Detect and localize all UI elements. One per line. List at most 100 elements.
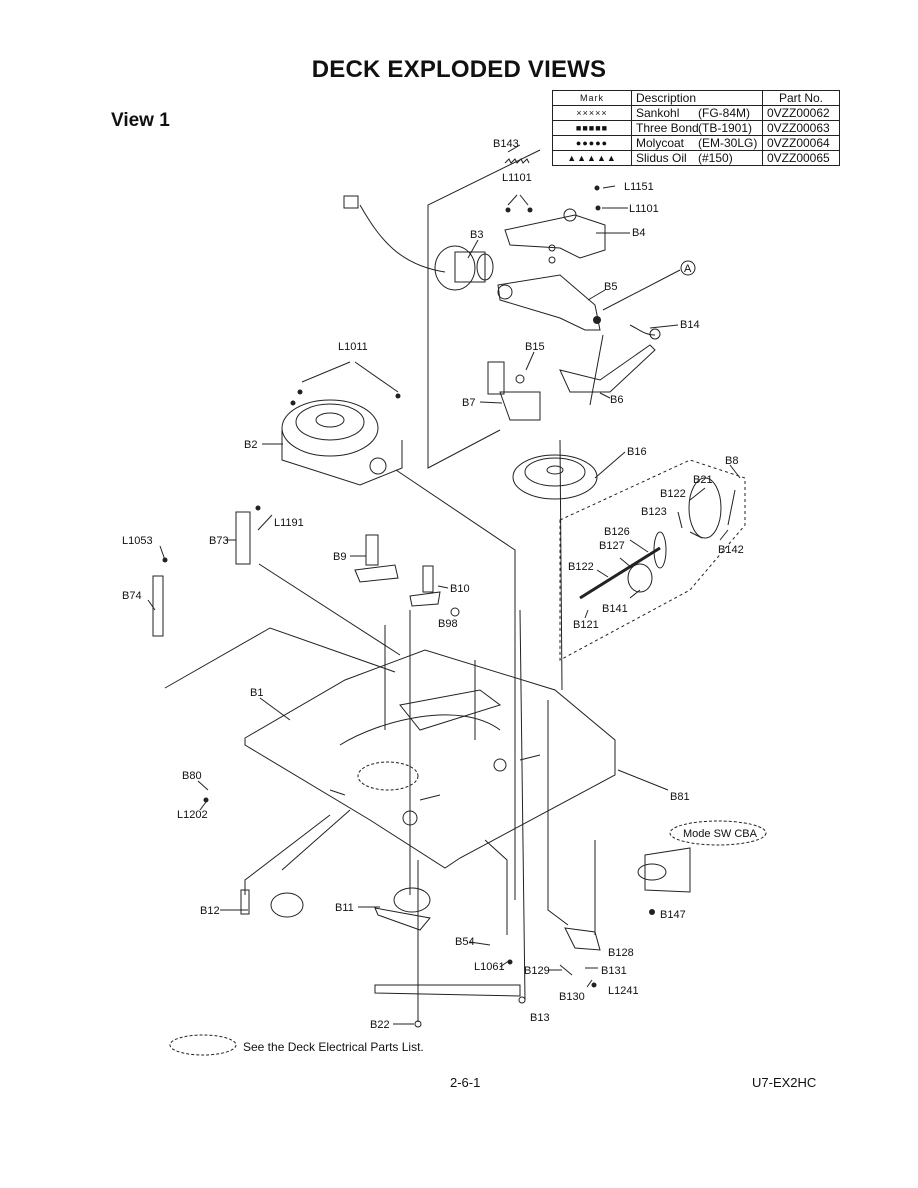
callout-a: A: [684, 263, 692, 275]
legend-desc: Molycoat: [636, 136, 685, 150]
mode-sw-outline: [669, 820, 767, 846]
gear-b11: [374, 887, 431, 931]
callout-b73: B73: [209, 535, 229, 547]
washer-b98: [450, 607, 460, 617]
guide-line: [484, 839, 508, 935]
callout-b142: B142: [718, 544, 744, 556]
guide-line: [427, 149, 541, 469]
callout-b22: B22: [370, 1019, 390, 1031]
callout-b10: B10: [450, 583, 470, 595]
pinch-roller-b7: [487, 361, 541, 421]
callout-b54: B54: [455, 936, 475, 948]
callout-l1053: L1053: [122, 535, 153, 547]
guide-line: [519, 609, 526, 1001]
callout-b131: B131: [601, 965, 627, 977]
legend-row: ××××× Sankohl(FG-84M) 0VZZ00062: [552, 105, 840, 121]
callout-l1202: L1202: [177, 809, 208, 821]
legend-row: ▲▲▲▲▲ Slidus Oil(#150) 0VZZ00065: [552, 150, 840, 166]
callout-b121: B121: [573, 619, 599, 631]
drum-assembly-b2: [281, 399, 403, 486]
callout-b130: B130: [559, 991, 585, 1003]
callout-b6: B6: [610, 394, 623, 406]
legend-part: 0VZZ00062: [762, 105, 840, 121]
gear-b12: [240, 889, 304, 918]
main-chassis-b1: [244, 649, 616, 869]
callout-b8: B8: [725, 455, 738, 467]
guide-line: [589, 334, 604, 406]
callout-b128: B128: [608, 947, 634, 959]
callout-b3: B3: [470, 229, 483, 241]
model-number: U7-EX2HC: [752, 1075, 817, 1090]
callout-b141: B141: [602, 603, 628, 615]
legend-code: (TB-1901): [698, 121, 753, 135]
legend-code: (EM-30LG): [698, 136, 758, 150]
callout-l1191: L1191: [274, 517, 304, 529]
mode-sw-board: [637, 847, 691, 893]
callout-b2: B2: [244, 439, 257, 451]
bracket-b74: [152, 575, 164, 637]
callout-b129: B129: [524, 965, 550, 977]
callout-b5: B5: [604, 281, 617, 293]
callout-b14: B14: [680, 319, 700, 331]
legend-desc: Slidus Oil: [636, 151, 687, 165]
slider-b22: [374, 984, 521, 997]
guide-line: [547, 700, 569, 926]
legend-code: (#150): [698, 151, 733, 165]
callout-b21: B21: [693, 474, 713, 486]
guide-line: [258, 563, 401, 656]
lever-b129: [559, 964, 573, 976]
motor-b3: [343, 195, 494, 291]
screw-markers: [162, 185, 655, 1028]
callout-b122: B122: [568, 561, 594, 573]
gear-b16: [512, 454, 598, 500]
callout-b143: B143: [493, 138, 519, 150]
callout-b16: B16: [627, 446, 647, 458]
callout-b81: B81: [670, 791, 690, 803]
legend-part: 0VZZ00065: [762, 150, 840, 166]
lubricant-legend-table: Mark Description Part No. ××××× Sankohl(…: [552, 90, 840, 166]
legend-desc: Three Bond: [636, 121, 699, 135]
electrical-parts-note: See the Deck Electrical Parts List.: [243, 1040, 424, 1054]
callout-l1101: L1101: [629, 203, 659, 215]
guide-post-b10: [409, 565, 441, 607]
callout-l1101: L1101: [502, 172, 532, 184]
legend-code: (FG-84M): [698, 106, 750, 120]
callout-b98: B98: [438, 618, 458, 630]
guide-line: [602, 269, 681, 311]
note-outline: [169, 1034, 237, 1056]
callout-b147: B147: [660, 909, 686, 921]
spring-b143: [504, 158, 530, 164]
callout-b123: B123: [641, 506, 667, 518]
callout-b1: B1: [250, 687, 263, 699]
guide-post-b9: [354, 534, 399, 583]
bracket-b4: [504, 208, 606, 264]
pulley-group-outline: [559, 459, 746, 661]
plate-b5: [497, 274, 601, 331]
lever-b128: [564, 927, 601, 951]
callout-b12: B12: [200, 905, 220, 917]
callout-b9: B9: [333, 551, 346, 563]
callout-l1241: L1241: [608, 985, 639, 997]
callout-l1011: L1011: [338, 341, 368, 353]
guide-line: [244, 814, 331, 895]
callout-b80: B80: [182, 770, 202, 782]
callout-l1061: L1061: [474, 961, 505, 973]
callout-l1151: L1151: [624, 181, 654, 193]
view-label: View 1: [111, 110, 170, 131]
callout-b7: B7: [462, 397, 475, 409]
callout-b74: B74: [122, 590, 142, 602]
spring-b14: [629, 324, 661, 340]
legend-part: 0VZZ00064: [762, 135, 840, 151]
callout-mode-sw-cba: Mode SW CBA: [683, 828, 758, 840]
callout-b122: B122: [660, 488, 686, 500]
lever-b6: [559, 344, 656, 393]
guide-line: [281, 809, 351, 871]
guide-line: [164, 627, 396, 689]
callout-b126: B126: [604, 526, 630, 538]
callout-b4: B4: [632, 227, 645, 239]
legend-row: ■■■■■ Three Bond(TB-1901) 0VZZ00063: [552, 120, 840, 136]
legend-part: 0VZZ00063: [762, 120, 840, 136]
legend-desc: Sankohl: [636, 106, 680, 120]
guide-line: [559, 439, 563, 691]
